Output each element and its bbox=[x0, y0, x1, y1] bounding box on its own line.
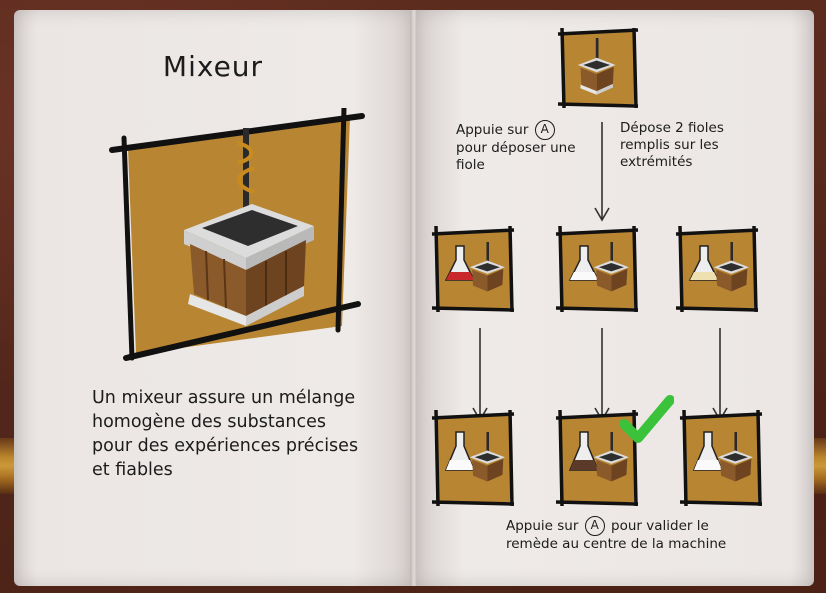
mixer-cream-vial-frame bbox=[675, 225, 759, 313]
check-icon bbox=[620, 395, 674, 443]
mixer-illustration bbox=[109, 108, 365, 361]
book-spine bbox=[410, 10, 418, 586]
button-a-icon: A bbox=[534, 120, 555, 140]
result-right-frame bbox=[679, 409, 763, 507]
result-left-frame bbox=[431, 409, 515, 507]
flask-icon bbox=[688, 245, 720, 281]
validate-instruction: Appuie sur A pour valider le remède au c… bbox=[506, 516, 727, 552]
button-a-icon: A bbox=[584, 516, 605, 536]
mixer-red-vial-frame bbox=[431, 225, 515, 313]
arrow-down-icon bbox=[594, 122, 610, 222]
page-title: Mixeur bbox=[162, 50, 264, 83]
mixer-description: Un mixeur assure un mélange homogène des… bbox=[92, 388, 359, 480]
result-center-frame bbox=[555, 409, 639, 507]
mixer-icon bbox=[184, 128, 314, 326]
mixer-white-vial-frame bbox=[555, 225, 639, 313]
mixer-empty-frame bbox=[557, 27, 639, 109]
flask-icon bbox=[568, 245, 600, 281]
two-vials-instruction: Dépose 2 fioles remplis sur les extrémit… bbox=[620, 120, 724, 170]
deposit-instruction: Appuie sur A pour déposer une fiole bbox=[456, 120, 576, 173]
recipe-book: Mixeur Un mixeur assure un mélange homog bbox=[14, 10, 814, 586]
